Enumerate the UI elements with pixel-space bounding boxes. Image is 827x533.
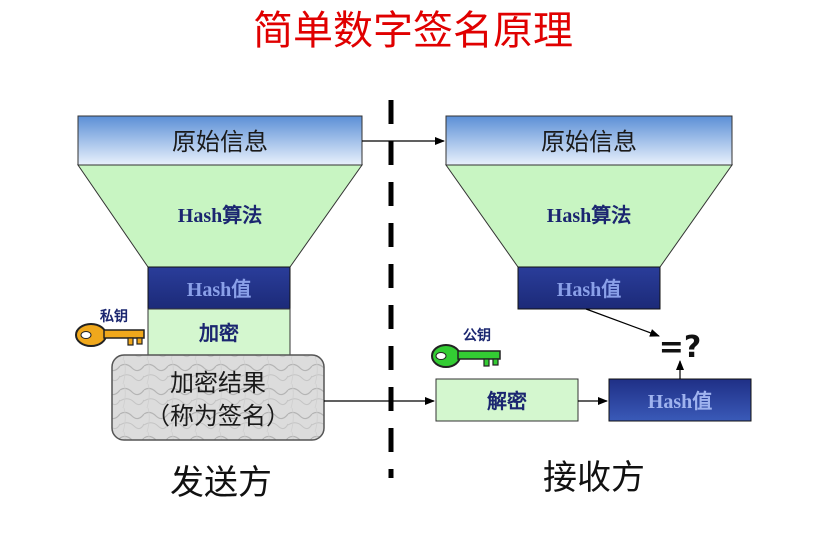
sender-hash-algorithm-label: Hash算法 — [178, 203, 262, 227]
sender-original-info-box — [77, 115, 363, 166]
public-key-label: 公钥 — [463, 327, 491, 344]
receiver-original-info-box — [445, 115, 733, 166]
orange-key-icon — [75, 323, 145, 347]
receiver-caption: 接收方 — [543, 459, 645, 497]
page-title: 简单数字签名原理 — [253, 8, 573, 53]
sender-original-info-label: 原始信息 — [172, 129, 268, 156]
sender-encrypt-label: 加密 — [198, 321, 239, 345]
receiver-hash-value-label: Hash值 — [557, 277, 621, 301]
sender-side: Hash算法 原始信息 Hash值 加密 私钥 加密结果 （称为签名） 发送方 — [75, 115, 363, 502]
arrow-hash-to-compare — [585, 308, 660, 337]
receiver-hash-value-box — [517, 266, 661, 310]
receiver-decrypted-hash-box — [608, 378, 752, 422]
green-key-icon — [431, 344, 501, 368]
signature-result-line2: （称为签名） — [146, 403, 290, 430]
receiver-side: Hash算法 原始信息 Hash值 公钥 解密 Hash值 =? 接收方 — [431, 115, 752, 497]
signature-result-line1: 加密结果 — [170, 370, 266, 397]
receiver-original-info-label: 原始信息 — [541, 129, 637, 156]
receiver-hash-algorithm-label: Hash算法 — [547, 203, 631, 227]
private-key-label: 私钥 — [100, 308, 128, 325]
receiver-decrypted-hash-label: Hash值 — [648, 389, 712, 413]
receiver-decrypt-label: 解密 — [487, 389, 527, 413]
sender-hash-value-label: Hash值 — [187, 277, 251, 301]
sender-hash-value-box — [147, 266, 291, 310]
signature-result-box — [111, 354, 325, 441]
sender-encrypt-box — [147, 308, 291, 356]
receiver-decrypt-box — [435, 378, 579, 422]
sender-caption: 发送方 — [170, 464, 272, 502]
compare-equal-question: =? — [659, 330, 702, 365]
